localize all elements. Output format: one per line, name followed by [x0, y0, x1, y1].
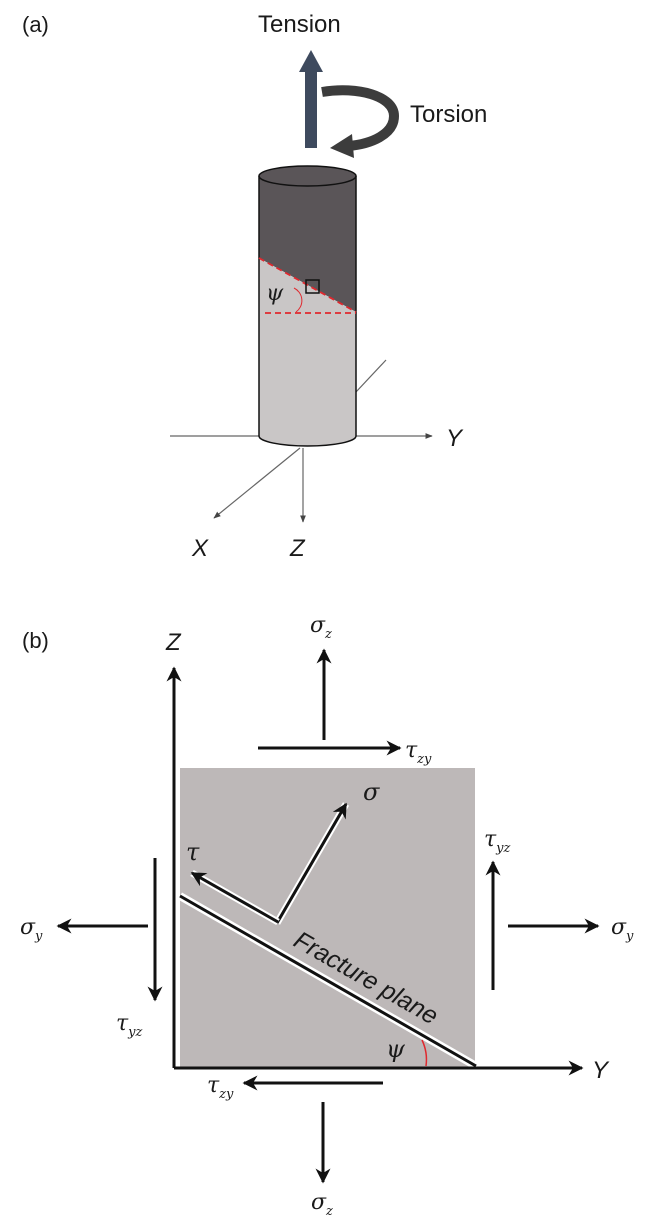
tau-zy-top-label: τzy	[405, 738, 432, 767]
axes-2d	[166, 666, 584, 1076]
y-axis-label-a: Y	[446, 425, 464, 452]
stress-arrows	[56, 648, 600, 1184]
x-axis-line	[213, 447, 301, 519]
sigma-z-bottom-label: σz	[311, 1190, 333, 1219]
tau-zy-bottom-label: τzy	[207, 1073, 234, 1102]
y-axis-label-b: Y	[592, 1057, 610, 1084]
tau-shear-label: τ	[186, 838, 200, 866]
angle-label-b: ψ	[386, 1035, 406, 1063]
panel-b-label: (b)	[22, 628, 49, 653]
angle-arc-b	[421, 1039, 428, 1067]
panel-b: (b) Fracture plane Z Y ψ σ τ	[20, 613, 634, 1219]
sigma-y-left-label: σy	[20, 915, 43, 944]
torsion-label: Torsion	[410, 101, 487, 128]
tension-arrow	[299, 50, 323, 148]
tau-shear-arrow	[190, 871, 279, 924]
tension-label: Tension	[258, 11, 341, 38]
fracture-line-red	[258, 257, 357, 313]
back-axis-line	[355, 359, 387, 393]
stress-element	[180, 768, 475, 1068]
cylinder	[258, 165, 357, 447]
x-axis-label-a: X	[191, 535, 209, 562]
z-axis-label-a: Z	[289, 535, 306, 562]
tau-yz-left-label: τyz	[116, 1011, 143, 1040]
sigma-normal-label: σ	[363, 778, 380, 806]
torsion-arrow	[321, 85, 400, 158]
panel-a-label: (a)	[22, 12, 49, 37]
angle-label-a: ψ	[266, 281, 284, 306]
z-axis-label-b: Z	[165, 629, 182, 656]
fracture-plane-line	[179, 894, 477, 1068]
element-square	[305, 279, 320, 294]
sigma-normal-arrow	[275, 802, 348, 924]
panel-a: (a) Tension Torsion	[22, 11, 487, 562]
angle-arc-a	[293, 287, 303, 313]
sigma-y-right-label: σy	[611, 915, 634, 944]
tau-yz-right-label: τyz	[484, 827, 511, 856]
sigma-z-top-label: σz	[310, 613, 332, 642]
